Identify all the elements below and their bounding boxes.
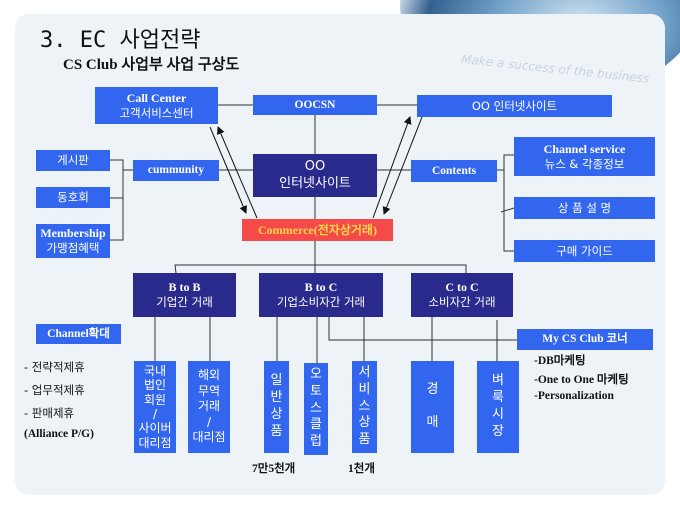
product-desc-box: 상 품 설 명 — [514, 197, 655, 219]
b2b-ko-label: 기업간 거래 — [156, 295, 213, 310]
purchase-guide-box: 구매 가이드 — [514, 240, 655, 262]
membership-box: Membership 가맹점혜택 — [36, 224, 110, 258]
leaf-char: 서 — [358, 364, 371, 380]
leaf-char: 스 — [358, 398, 371, 414]
leaf-char: 매 — [426, 415, 439, 431]
commerce-box: Commerce(전자상거래) — [242, 219, 393, 241]
membership-label: Membership — [40, 226, 106, 241]
leaf-char: / — [206, 414, 212, 429]
general-count: 7만5천개 — [252, 463, 296, 475]
call-center-ko-label: 고객서비스센터 — [119, 105, 194, 120]
page-title: 3. EC 사업전략 — [40, 28, 201, 53]
leaf-char: 시 — [492, 407, 504, 422]
board-box: 게시판 — [36, 150, 110, 171]
leaf-char: 토 — [310, 383, 322, 399]
leaf-char: / — [152, 407, 158, 421]
b2c-label: B to C — [304, 280, 338, 295]
internet-site-center-box: OO 인터넷사이트 — [253, 154, 377, 197]
leaf-char: 해외 — [197, 368, 221, 383]
c2c-ko-label: 소비자간 거래 — [428, 295, 496, 310]
leaf-char: 스 — [310, 400, 322, 416]
center-line1: OO — [304, 159, 326, 175]
leaf-char: 품 — [270, 423, 283, 439]
leaf-char: 거래 — [197, 399, 221, 414]
internet-site-top-box: OO 인터넷사이트 — [417, 95, 612, 117]
my-cs-club-box: My CS Club 코너 — [517, 329, 653, 350]
club-box: 동호회 — [36, 187, 110, 208]
marketing-item: -DB마케팅 — [534, 355, 586, 367]
alliance-item: - 판매제휴 — [24, 406, 75, 420]
leaf-char: 국내 — [143, 363, 167, 378]
leaf-char: 클 — [310, 417, 322, 433]
leaf-char: 오 — [310, 366, 322, 382]
page-subtitle: CS Club 사업부 사업 구상도 — [63, 57, 240, 73]
marketing-item: -One to One 마케팅 — [534, 374, 629, 386]
leaf-char — [430, 399, 434, 416]
alliance-item: - 업무적제휴 — [24, 383, 85, 397]
leaf-char: 대리점 — [138, 435, 172, 450]
leaf-char: 무역 — [197, 383, 221, 398]
channel-expand-box: Channel확대 — [36, 324, 121, 344]
leaf-char: 상 — [270, 407, 283, 422]
alliance-item: - 전략적제휴 — [24, 360, 85, 374]
leaf-char: 품 — [358, 432, 371, 448]
channel-service-label: Channel service — [543, 141, 626, 156]
leaf-char: 비 — [358, 381, 371, 397]
call-center-label: Call Center — [126, 90, 187, 105]
leaf-char: 경 — [426, 381, 439, 397]
contents-box: Contents — [411, 160, 497, 182]
leaf-char: 대리점 — [192, 430, 226, 445]
leaf-char: 럽 — [310, 434, 322, 450]
b2b-label: B to B — [168, 280, 201, 295]
c2c-label: C to C — [445, 280, 479, 295]
service-count: 1천개 — [348, 463, 375, 475]
leaf-char: 장 — [492, 423, 504, 439]
leaf-char: 상 — [358, 415, 371, 431]
leaf-char: 룩 — [492, 390, 504, 406]
channel-service-box: Channel service 뉴스 & 각종정보 — [514, 137, 655, 176]
auction-box: 경 매 — [411, 361, 454, 453]
leaf-char: 법인 — [143, 378, 167, 393]
leaf-char: 반 — [270, 390, 283, 406]
marketing-item: -Personalization — [534, 390, 614, 402]
leaf-char: 사이버 — [138, 421, 172, 436]
leaf-char: 회원 — [143, 392, 167, 407]
center-line2: 인터넷사이트 — [279, 175, 351, 191]
leaf-char: 일 — [270, 373, 283, 389]
leaf-char: 벼 — [492, 373, 504, 389]
membership-ko-label: 가맹점혜택 — [46, 241, 100, 256]
csn-box: OOCSN — [253, 95, 377, 115]
call-center-box: Call Center 고객서비스센터 — [95, 87, 218, 124]
b2c-ko-label: 기업소비자간 거래 — [276, 295, 366, 310]
channel-service-ko-label: 뉴스 & 각종정보 — [544, 156, 625, 171]
community-box: cummunity — [133, 160, 219, 181]
alliance-item: (Alliance P/G) — [24, 428, 94, 440]
